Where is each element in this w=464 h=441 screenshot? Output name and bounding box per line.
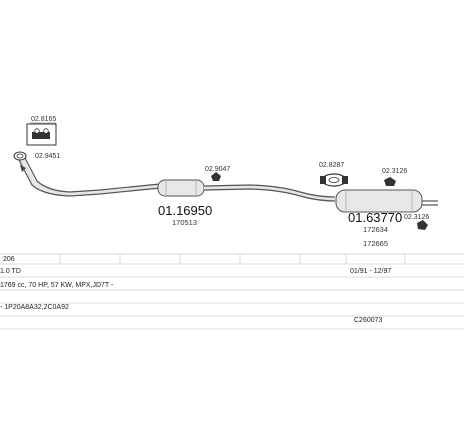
front-bracket-icon bbox=[20, 165, 26, 172]
intermediate-pipe bbox=[203, 184, 336, 202]
kit-code-text: C260073 bbox=[354, 317, 383, 324]
rubber-hanger-icon bbox=[211, 172, 221, 181]
oe-numbers-text: - 1P20A8A32,2C0A92 bbox=[0, 304, 69, 311]
rear-muffler-code: 01.63770 bbox=[348, 210, 402, 225]
gasket-box-icon bbox=[26, 123, 57, 146]
rear-hanger-icon bbox=[384, 177, 396, 186]
part-code-hanger-mid: 02.9047 bbox=[205, 166, 230, 173]
part-code-box: 02.8165 bbox=[31, 116, 56, 123]
front-muffler bbox=[157, 179, 205, 197]
years-text: 01/91 - 12/97 bbox=[350, 268, 391, 275]
part-code-hanger-rear: 02.3126 bbox=[382, 168, 407, 175]
part-code-clamp: 02.8287 bbox=[319, 162, 344, 169]
info-table bbox=[0, 253, 464, 330]
model-text: 206 bbox=[3, 256, 15, 263]
rear-muffler-ref-2: 172665 bbox=[363, 239, 388, 248]
end-hanger-icon bbox=[417, 220, 428, 230]
part-code-hanger-end: 02.3126 bbox=[404, 214, 429, 221]
clamp-icon bbox=[320, 173, 348, 187]
front-pipe bbox=[13, 151, 161, 197]
rear-muffler bbox=[335, 189, 438, 213]
front-muffler-code: 01.16950 bbox=[158, 203, 212, 218]
part-code-bracket-front: 02.9451 bbox=[35, 153, 60, 160]
front-muffler-ref: 170513 bbox=[172, 218, 197, 227]
engine-text: 1.0 TD bbox=[0, 268, 21, 275]
spec-text: 1769 cc, 70 HP, 57 KW, MPX,JD7T - bbox=[0, 282, 114, 289]
rear-muffler-ref-1: 172634 bbox=[363, 225, 388, 234]
